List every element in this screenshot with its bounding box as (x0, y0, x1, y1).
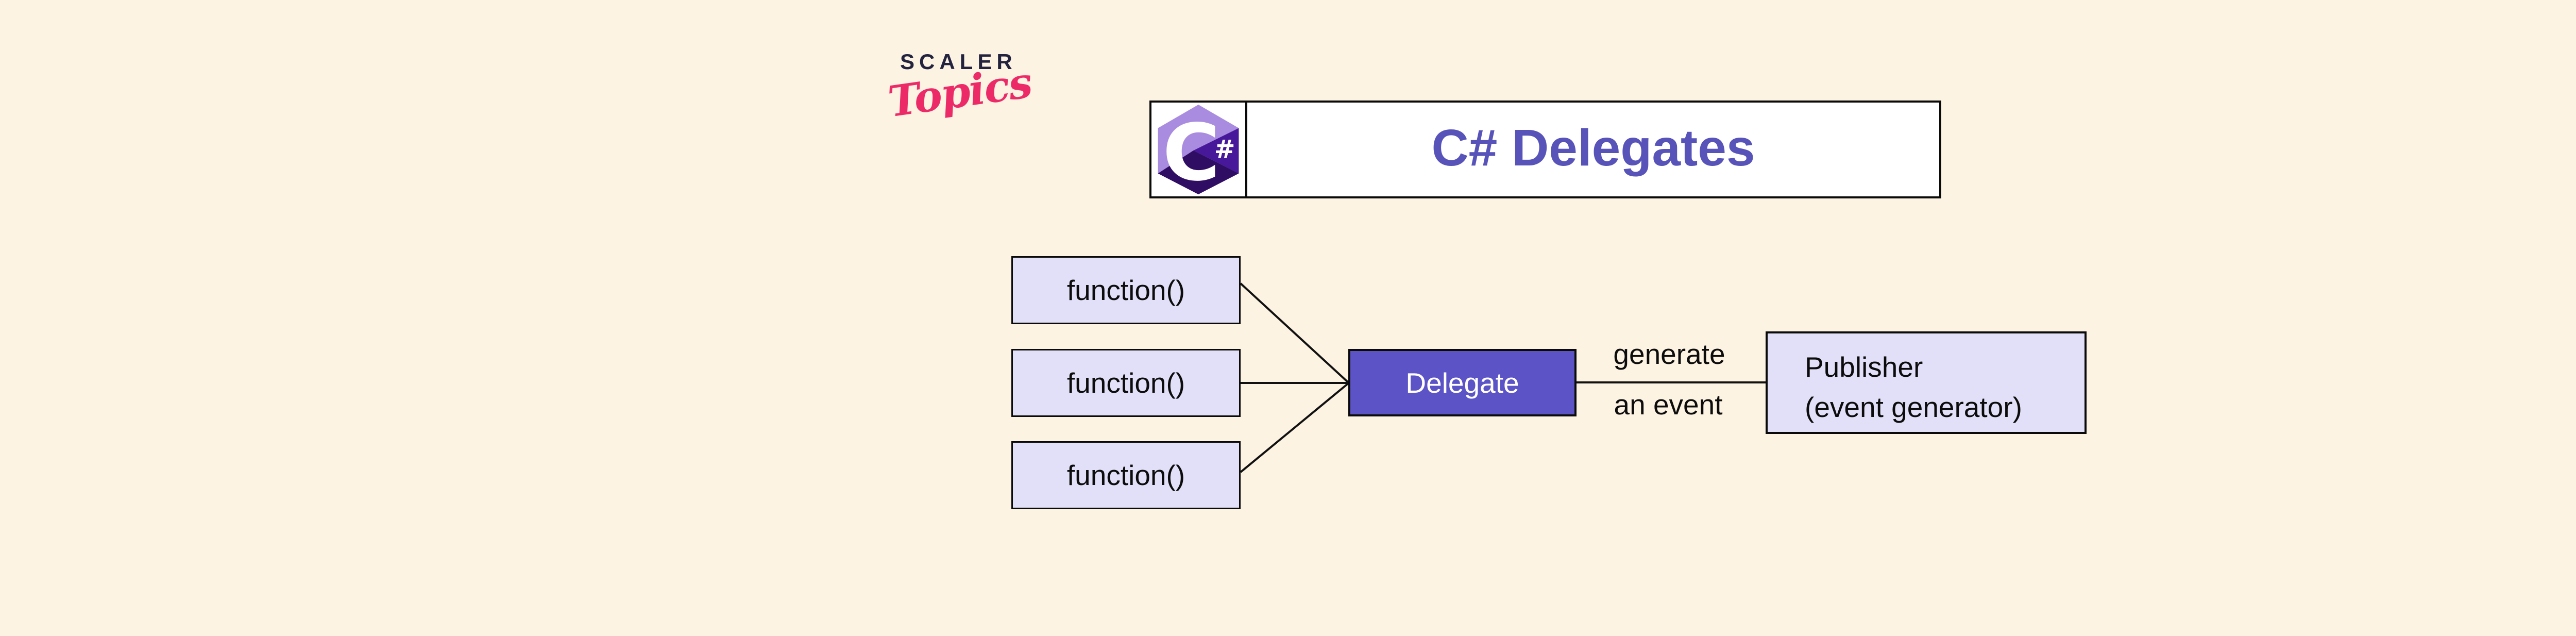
function-box-1-label: function() (1066, 274, 1185, 306)
brand-logo: SCALER Topics (884, 49, 1038, 128)
csharp-logo-panel: C # (1151, 103, 1247, 196)
function-box-1: function() (1011, 256, 1241, 324)
delegate-box: Delegate (1348, 349, 1577, 416)
connection-label-an-event: an event (1614, 389, 1723, 421)
function-box-3-label: function() (1066, 459, 1185, 491)
function-box-2: function() (1011, 349, 1241, 417)
title-banner: C # C# Delegates (1149, 101, 1941, 198)
function-box-3: function() (1011, 441, 1241, 509)
brand-scaler-text: SCALER (900, 49, 1017, 74)
delegate-box-label: Delegate (1405, 366, 1519, 399)
csharp-letter-c: C (1163, 107, 1220, 194)
csharp-hexagon-icon: C # (1158, 105, 1239, 194)
publisher-box: Publisher (event generator) (1766, 331, 2087, 434)
connection-label-generate: generate (1613, 338, 1725, 370)
function-box-2-label: function() (1066, 367, 1185, 399)
page-title: C# Delegates (1431, 119, 1755, 177)
publisher-box-line1: Publisher (1805, 351, 1923, 383)
publisher-box-line2: (event generator) (1805, 391, 2022, 423)
csharp-hash-symbol: # (1214, 135, 1235, 164)
